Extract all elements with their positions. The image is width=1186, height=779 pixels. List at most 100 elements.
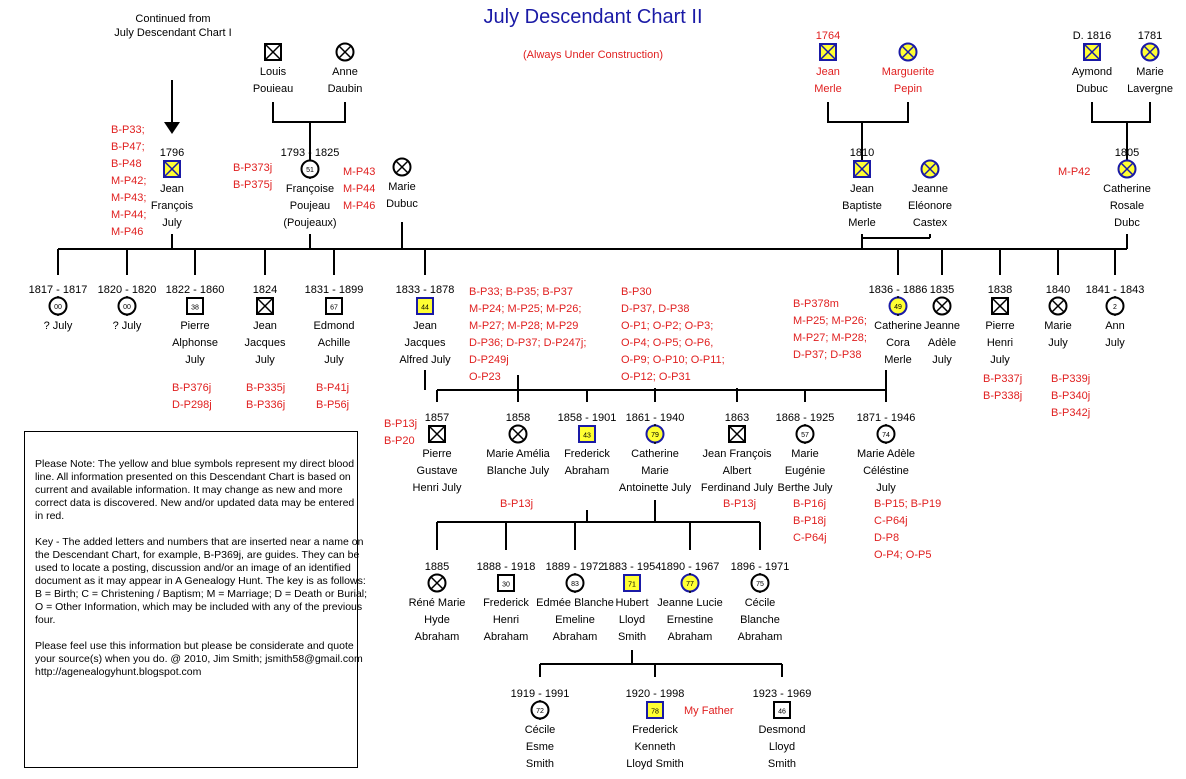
person-name-line: Françoise <box>285 183 335 195</box>
person-name-line: Merle <box>884 354 912 366</box>
continued-note: Continued from July Descendant Chart I <box>98 12 248 40</box>
source-ref-line: M-P44 <box>343 183 376 195</box>
male-square-icon <box>727 424 747 449</box>
source-ref-line: M-P24; M-P25; M-P26; <box>469 303 582 315</box>
source-refs: M-P42 <box>1058 164 1090 181</box>
svg-text:00: 00 <box>54 304 62 311</box>
person-dates: 1858 - 1901 <box>557 412 617 424</box>
person-name-line: July <box>255 354 275 366</box>
person-name-line: Lloyd <box>618 614 646 626</box>
person-name-line: Cécile <box>524 724 556 736</box>
continued-note-line: Continued from <box>135 13 211 25</box>
person-dates: 1863 <box>724 412 750 424</box>
person-name-line: Smith <box>525 758 555 770</box>
person-name-line: Anne <box>332 66 358 78</box>
female-circle-icon: 74 <box>876 424 896 449</box>
male-square-icon: 71 <box>622 573 642 598</box>
female-circle-icon <box>392 157 412 182</box>
source-refs: B-P13j <box>500 496 533 513</box>
person-name-line: Baptiste <box>842 200 882 212</box>
person-dates: 1831 - 1899 <box>304 284 364 296</box>
female-circle-icon: 83 <box>565 573 585 598</box>
person-name-line: Frederick <box>632 724 678 736</box>
person-dates: 1824 <box>252 284 278 296</box>
male-square-icon <box>1082 42 1102 67</box>
person-name-line: Poujeau <box>289 200 331 212</box>
person-name-line: Abraham <box>483 631 529 643</box>
person-dates: 1883 - 1954 <box>602 561 662 573</box>
female-circle-icon: 57 <box>795 424 815 449</box>
person-name-line: July <box>324 354 344 366</box>
person-dates: 1796 <box>159 147 185 159</box>
person-name-line: Dubc <box>1114 217 1140 229</box>
source-ref-line: M-P27; M-P28; <box>793 332 867 344</box>
person-name-line: July <box>162 217 182 229</box>
person-dates: 1858 <box>505 412 531 424</box>
chart-subtitle: (Always Under Construction) <box>523 49 663 61</box>
person-dates: 1781 <box>1137 30 1163 42</box>
person-name-line: Pierre <box>422 448 452 460</box>
source-ref-line: B-P340j <box>1051 390 1091 402</box>
source-ref-line: B-P335j <box>246 382 286 394</box>
note-line: document as it may appear in A Genealogy… <box>35 575 366 587</box>
note-line: O = Other Information, which may be incl… <box>35 601 363 613</box>
source-ref-line: B-P13j <box>500 498 534 510</box>
source-ref-line: B-P16j <box>793 498 827 510</box>
source-ref-line: B-P41j <box>316 382 350 394</box>
svg-text:72: 72 <box>536 708 544 715</box>
person-dates: 1896 - 1971 <box>730 561 790 573</box>
person-name-line: Abraham <box>667 631 713 643</box>
svg-text:75: 75 <box>756 581 764 588</box>
male-square-icon <box>852 159 872 184</box>
person-name-line: Pouieau <box>252 83 294 95</box>
note-line: used to locate a posting, discussion and… <box>35 562 351 574</box>
source-ref-line: B-P56j <box>316 399 350 411</box>
person-dates: 1890 - 1967 <box>660 561 720 573</box>
person-name-line: Abraham <box>552 631 598 643</box>
female-circle-icon <box>335 42 355 67</box>
person-name-line: Alfred July <box>399 354 451 366</box>
person-dates: 1833 - 1878 <box>395 284 455 296</box>
person-name-line: Lloyd Smith <box>626 758 684 770</box>
person-name-line: July <box>876 482 896 494</box>
person-name-line: Jacques <box>404 337 446 349</box>
source-ref-line: M-P27; M-P28; M-P29 <box>469 320 579 332</box>
source-ref-line: B-P375j <box>233 179 273 191</box>
person-dates: 1868 - 1925 <box>775 412 835 424</box>
person-name-line: Hyde <box>424 614 450 626</box>
person-name-line: Rosale <box>1109 200 1145 212</box>
source-ref-line: B-P376j <box>172 382 212 394</box>
person-dates: 1861 - 1940 <box>625 412 685 424</box>
male-square-icon: 30 <box>496 573 516 598</box>
svg-text:44: 44 <box>421 305 429 312</box>
person-name-line: Marie <box>641 465 669 477</box>
svg-text:74: 74 <box>882 432 890 439</box>
source-ref-line: B-P337j <box>983 373 1023 385</box>
person-name-line: Catherine <box>874 320 922 332</box>
female-circle-icon <box>1140 42 1160 67</box>
person-name-line: Jean François <box>702 448 772 460</box>
person-name-line: Jean <box>413 320 437 332</box>
person-name-line: Catherine <box>631 448 679 460</box>
person-dates: 1835 <box>929 284 955 296</box>
person-name-line: Ann <box>1105 320 1125 332</box>
person-name-line: Ernestine <box>666 614 714 626</box>
person-name-line: Pierre <box>180 320 210 332</box>
